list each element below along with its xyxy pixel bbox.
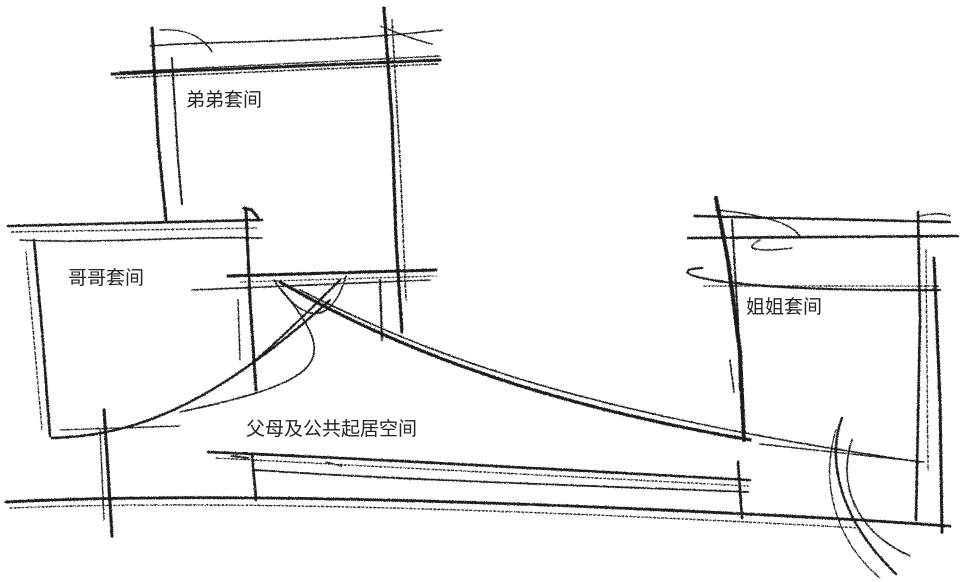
parents-living-block <box>206 450 752 520</box>
long-diagonal-roof <box>278 280 925 463</box>
ground-lines <box>4 408 952 538</box>
younger-brother-suite-label: 弟弟套间 <box>186 89 263 111</box>
older-brother-suite-block <box>6 206 332 440</box>
parents-public-living-label: 父母及公共起居空间 <box>246 418 418 440</box>
older-brother-suite-label: 哥哥套间 <box>68 267 145 289</box>
sister-suite-label: 姐姐套间 <box>746 296 823 318</box>
central-junction-lines <box>179 268 438 413</box>
sister-suite-block <box>686 196 960 534</box>
younger-brother-suite-block <box>110 6 443 334</box>
bottom-right-curves <box>829 416 911 579</box>
